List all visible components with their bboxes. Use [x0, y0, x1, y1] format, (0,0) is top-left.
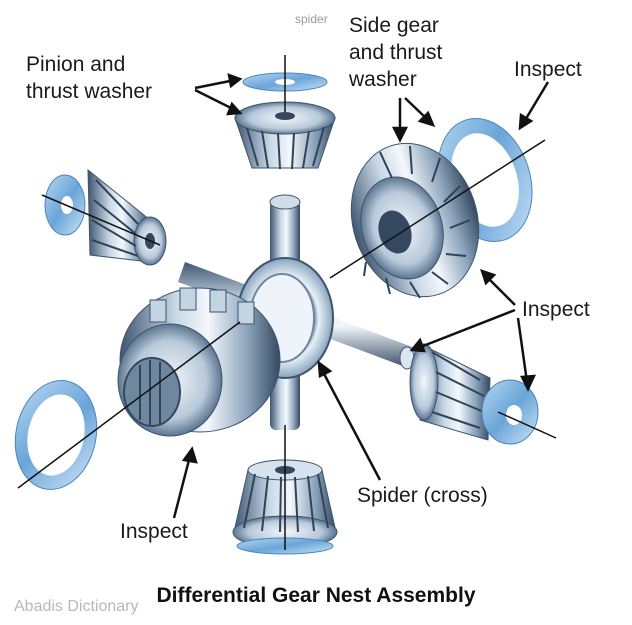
- spider-small-label: spider: [295, 12, 328, 26]
- side-gear-label: Side gear and thrust washer: [349, 12, 442, 93]
- inspect-label-top: Inspect: [514, 58, 582, 81]
- right-side-gear: [350, 117, 533, 299]
- left-pinion-gear: [44, 168, 167, 266]
- side-gear-label-line2: and thrust: [349, 41, 443, 64]
- diagram-title: Differential Gear Nest Assembly: [156, 584, 476, 607]
- pinion-label-line1: Pinion and: [26, 53, 126, 76]
- leader-arrows: [172, 73, 550, 519]
- watermark: Abadis Dictionary: [14, 598, 139, 615]
- right-pinion-gear: [409, 343, 539, 445]
- inspect-label-bottom: Inspect: [120, 520, 188, 543]
- side-gear-label-line3: washer: [349, 68, 417, 91]
- pinion-label-line2: thrust washer: [26, 80, 153, 103]
- spider-cross-label: Spider (cross): [357, 484, 488, 507]
- inspect-label-right: Inspect: [522, 298, 590, 321]
- pinion-label: Pinion and thrust washer: [26, 51, 152, 105]
- left-side-gear: [14, 287, 281, 490]
- side-gear-label-line1: Side gear: [349, 14, 439, 37]
